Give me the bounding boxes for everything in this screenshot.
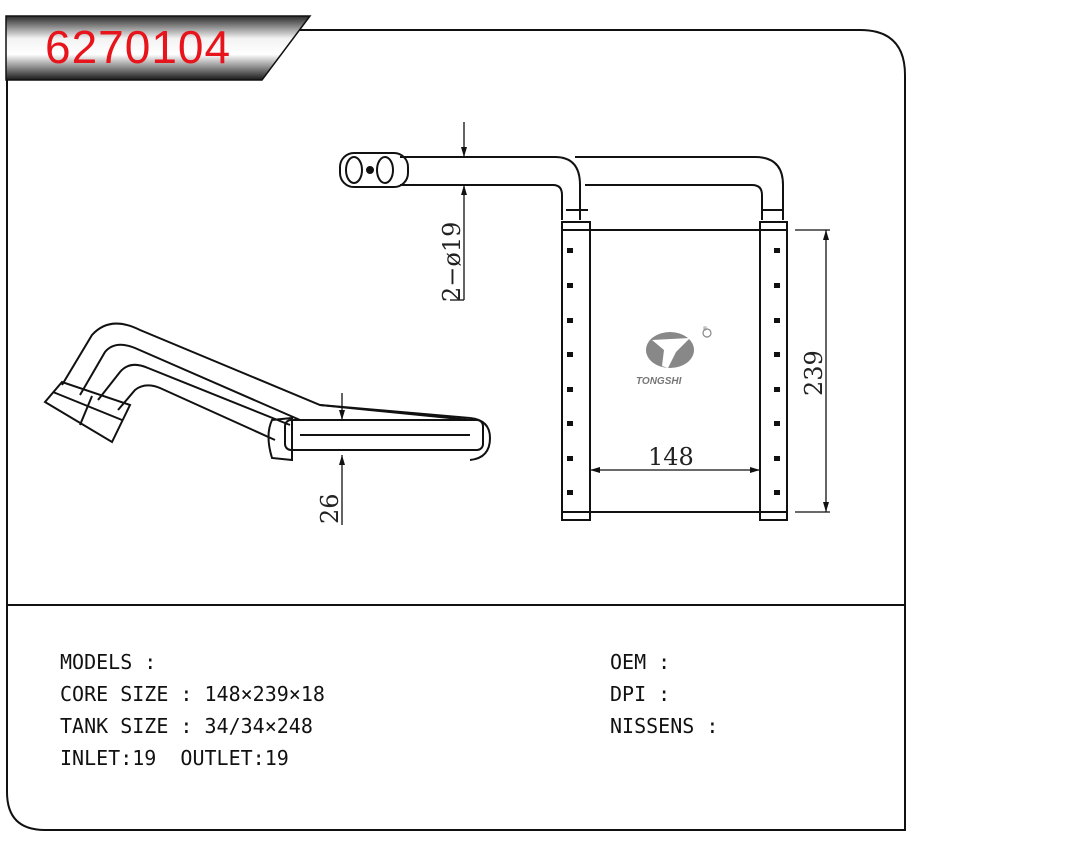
heater-core-front-view [339,152,788,521]
oem-label: OEM : [610,650,671,674]
title-banner [5,15,312,81]
dpi-label: DPI : [610,682,671,706]
part-number-title: 6270104 [45,21,232,73]
tongshi-logo [646,328,712,368]
tank-tabs [567,248,780,495]
inlet-outlet-label: INLET:19 OUTLET:19 [60,746,289,770]
pipe-diameter-label: 2−ø19 [438,222,466,302]
core-size-label: CORE SIZE : 148×239×18 [60,682,325,706]
outer-frame [6,29,906,831]
heater-core-side-view [43,322,492,462]
depth-label: 26 [316,493,344,524]
core-height-label: 239 [800,350,828,396]
nissens-label: NISSENS : [610,714,719,738]
models-label: MODELS : [60,650,157,674]
logo-text: TONGSHI [636,376,682,387]
dimension-lines [341,122,830,525]
core-width-label: 148 [648,443,694,471]
registered-mark: ® [703,325,708,333]
dimension-arrows [339,147,829,512]
tank-size-label: TANK SIZE : 34/34×248 [60,714,313,738]
